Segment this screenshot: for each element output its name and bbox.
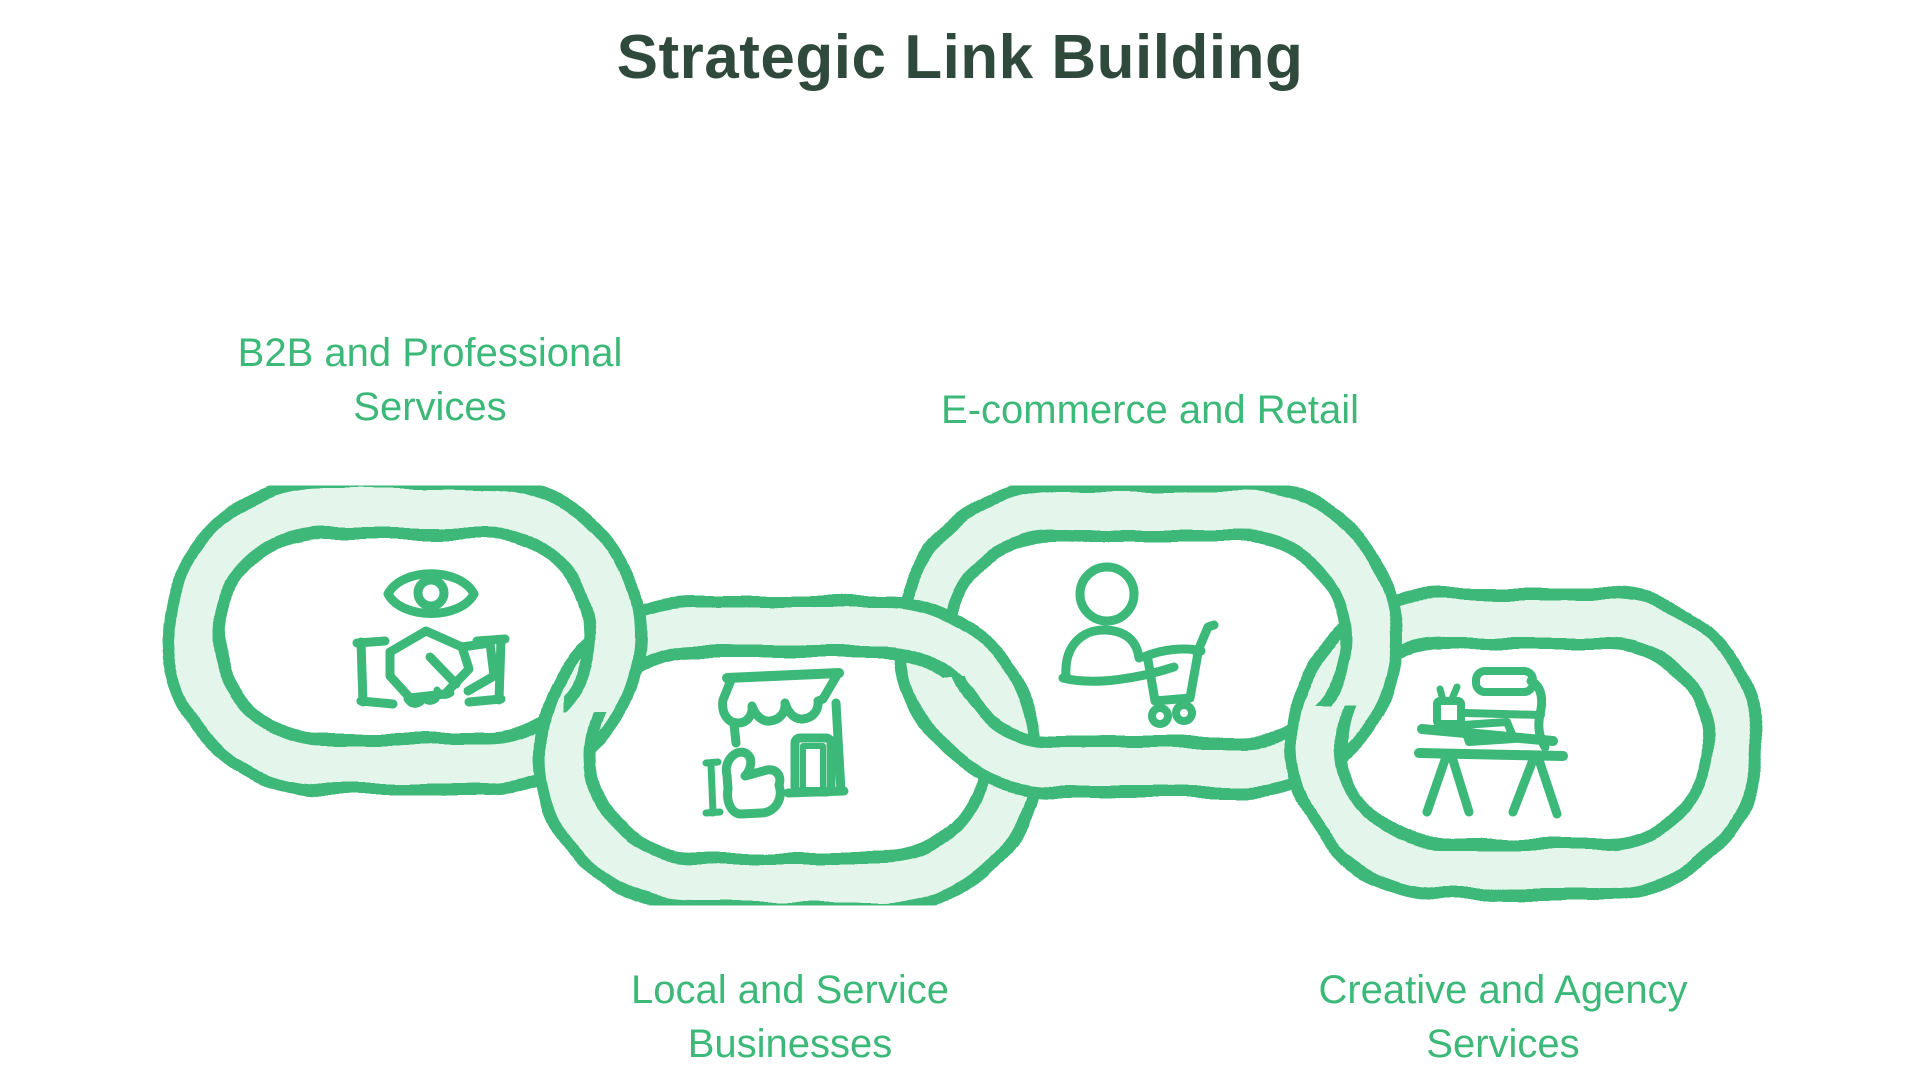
label-creative-agency-services: Creative and Agency Services [1318,963,1687,1071]
chain-weave-patch-1 [562,545,646,713]
label-line: Creative and Agency [1318,968,1688,1012]
label-ecommerce-retail: E-commerce and Retail [941,383,1359,437]
label-line: Services [1426,1022,1580,1066]
eye-handshake-icon [352,569,510,709]
chain-weave-patch-3 [1307,566,1403,706]
chain-link-creative [1285,588,1764,900]
label-line: B2B and Professional [237,331,623,375]
page-title: Strategic Link Building [616,23,1304,92]
label-line: Businesses [687,1022,893,1066]
desk-lamp-icon [1414,667,1568,819]
label-line: Local and Service [631,968,949,1012]
person-cart-icon [1058,562,1219,728]
chain-links [162,477,1764,914]
label-line: Services [353,385,507,429]
label-b2b-professional-services: B2B and Professional Services [238,326,623,434]
storefront-thumbsup-icon [702,668,849,819]
label-line: E-commerce and Retail [941,388,1359,432]
label-local-service-businesses: Local and Service Businesses [631,963,949,1071]
